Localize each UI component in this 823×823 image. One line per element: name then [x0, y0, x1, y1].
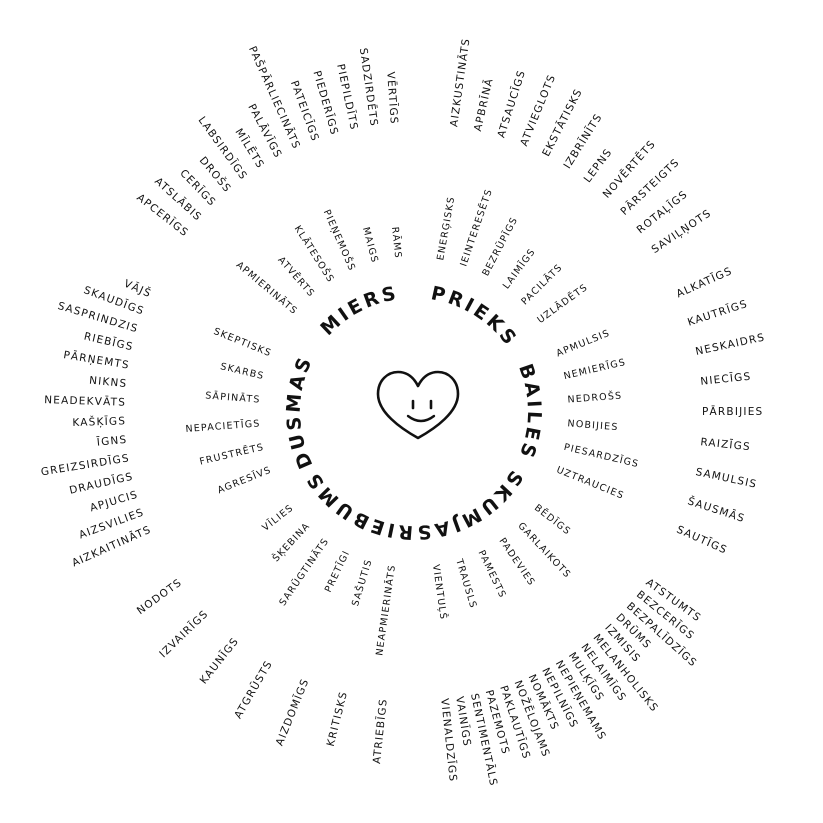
heart-smiley-icon	[376, 370, 460, 440]
outer-emotion: VĀJŠ	[122, 277, 154, 301]
inner-emotion: BĒDĪGS	[532, 502, 573, 537]
outer-emotion: ATGRŪSTS	[231, 658, 275, 721]
inner-emotion: TRAUSLS	[453, 557, 479, 610]
inner-emotion: NEPACIETĪGS	[185, 418, 261, 435]
inner-emotion: PIESARDZĪGS	[563, 442, 641, 470]
outer-emotion: KAŠĶĪGS	[72, 414, 126, 429]
inner-emotion: AGRESĪVS	[216, 465, 273, 497]
core-emotion-miers: MIERS	[316, 282, 400, 340]
outer-emotion: NODOTS	[135, 576, 185, 617]
inner-emotion: NEMIERĪGS	[563, 357, 628, 382]
inner-emotion: SKARBS	[219, 361, 265, 382]
outer-emotion: PĀRBIJIES	[702, 405, 763, 418]
outer-emotion: NIKNS	[89, 375, 128, 391]
inner-emotion: PRETĪGI	[323, 549, 353, 595]
inner-emotion: ENERĢISKS	[435, 195, 457, 261]
core-emotion-skumjas: SKUMJAS	[414, 466, 527, 543]
outer-emotion: ŠAUSMĀS	[686, 494, 747, 525]
inner-emotion: MAIGS	[360, 226, 380, 264]
inner-emotion: LAIMĪGS	[501, 246, 538, 291]
outer-emotion: PIEPILDĪTS	[334, 63, 361, 132]
outer-emotion: VĒRTĪGS	[384, 71, 401, 125]
outer-emotion: ĪGNS	[96, 433, 128, 449]
inner-emotion: VIENTUĻŠ	[430, 564, 450, 621]
inner-emotion: APMULSIS	[555, 328, 612, 360]
outer-emotion: ATRIEBĪGS	[370, 698, 390, 765]
outer-emotion: PĀRŅEMTS	[63, 348, 131, 372]
outer-emotion: SAMULSIS	[694, 466, 758, 491]
outer-emotion: IZVAIRĪGS	[157, 607, 211, 660]
outer-emotion: ALKATĪGS	[674, 264, 734, 300]
outer-emotion: APBRĪNĀ	[471, 76, 496, 132]
inner-emotion: SĀPINĀTS	[205, 390, 261, 405]
outer-emotion: SADZIRDĒTS	[357, 47, 381, 128]
inner-emotion: NEDROŠS	[567, 390, 623, 406]
outer-emotion: AIZDOMĪGS	[273, 676, 312, 747]
inner-emotion: UZTRAUCIES	[555, 465, 626, 502]
outer-emotion: LEPNS	[582, 146, 615, 185]
inner-emotion: PAMESTS	[476, 549, 508, 601]
core-emotion-riebums: RIEBUMS	[301, 467, 414, 544]
inner-emotion: NOBIJIES	[567, 418, 619, 433]
outer-emotion: RIEBĪGS	[83, 329, 135, 353]
inner-emotion: VĪLIES	[260, 502, 296, 533]
inner-emotion: FRUSTRĒTS	[198, 442, 265, 468]
outer-emotion: AIZKUSTINĀTS	[447, 37, 472, 128]
outer-emotion: NIECĪGS	[700, 370, 752, 388]
outer-emotion: SAUTĪGS	[675, 523, 730, 557]
outer-emotion: RAIZĪGS	[700, 435, 752, 453]
outer-emotion: NEADEKVĀTS	[44, 393, 126, 409]
inner-emotion: NEAPMIERINĀTS	[374, 564, 398, 657]
core-emotion-prieks: PRIEKS	[429, 282, 522, 351]
inner-emotion: SAŠUTIS	[349, 558, 375, 608]
outer-emotion: ATSAUCĪGS	[494, 68, 528, 139]
outer-emotion: NESKAIDRS	[694, 331, 766, 357]
inner-emotion: SKEPTISKS	[212, 326, 273, 359]
core-emotion-bailes: BAILES	[514, 361, 545, 463]
outer-emotion: KAUTRĪGS	[686, 297, 750, 329]
outer-emotion: KRITISKS	[325, 690, 350, 748]
inner-emotion: RĀMS	[389, 226, 403, 259]
core-emotion-dusmas: DUSMAS	[283, 352, 318, 472]
outer-emotion: KAUNĪGS	[197, 635, 242, 687]
